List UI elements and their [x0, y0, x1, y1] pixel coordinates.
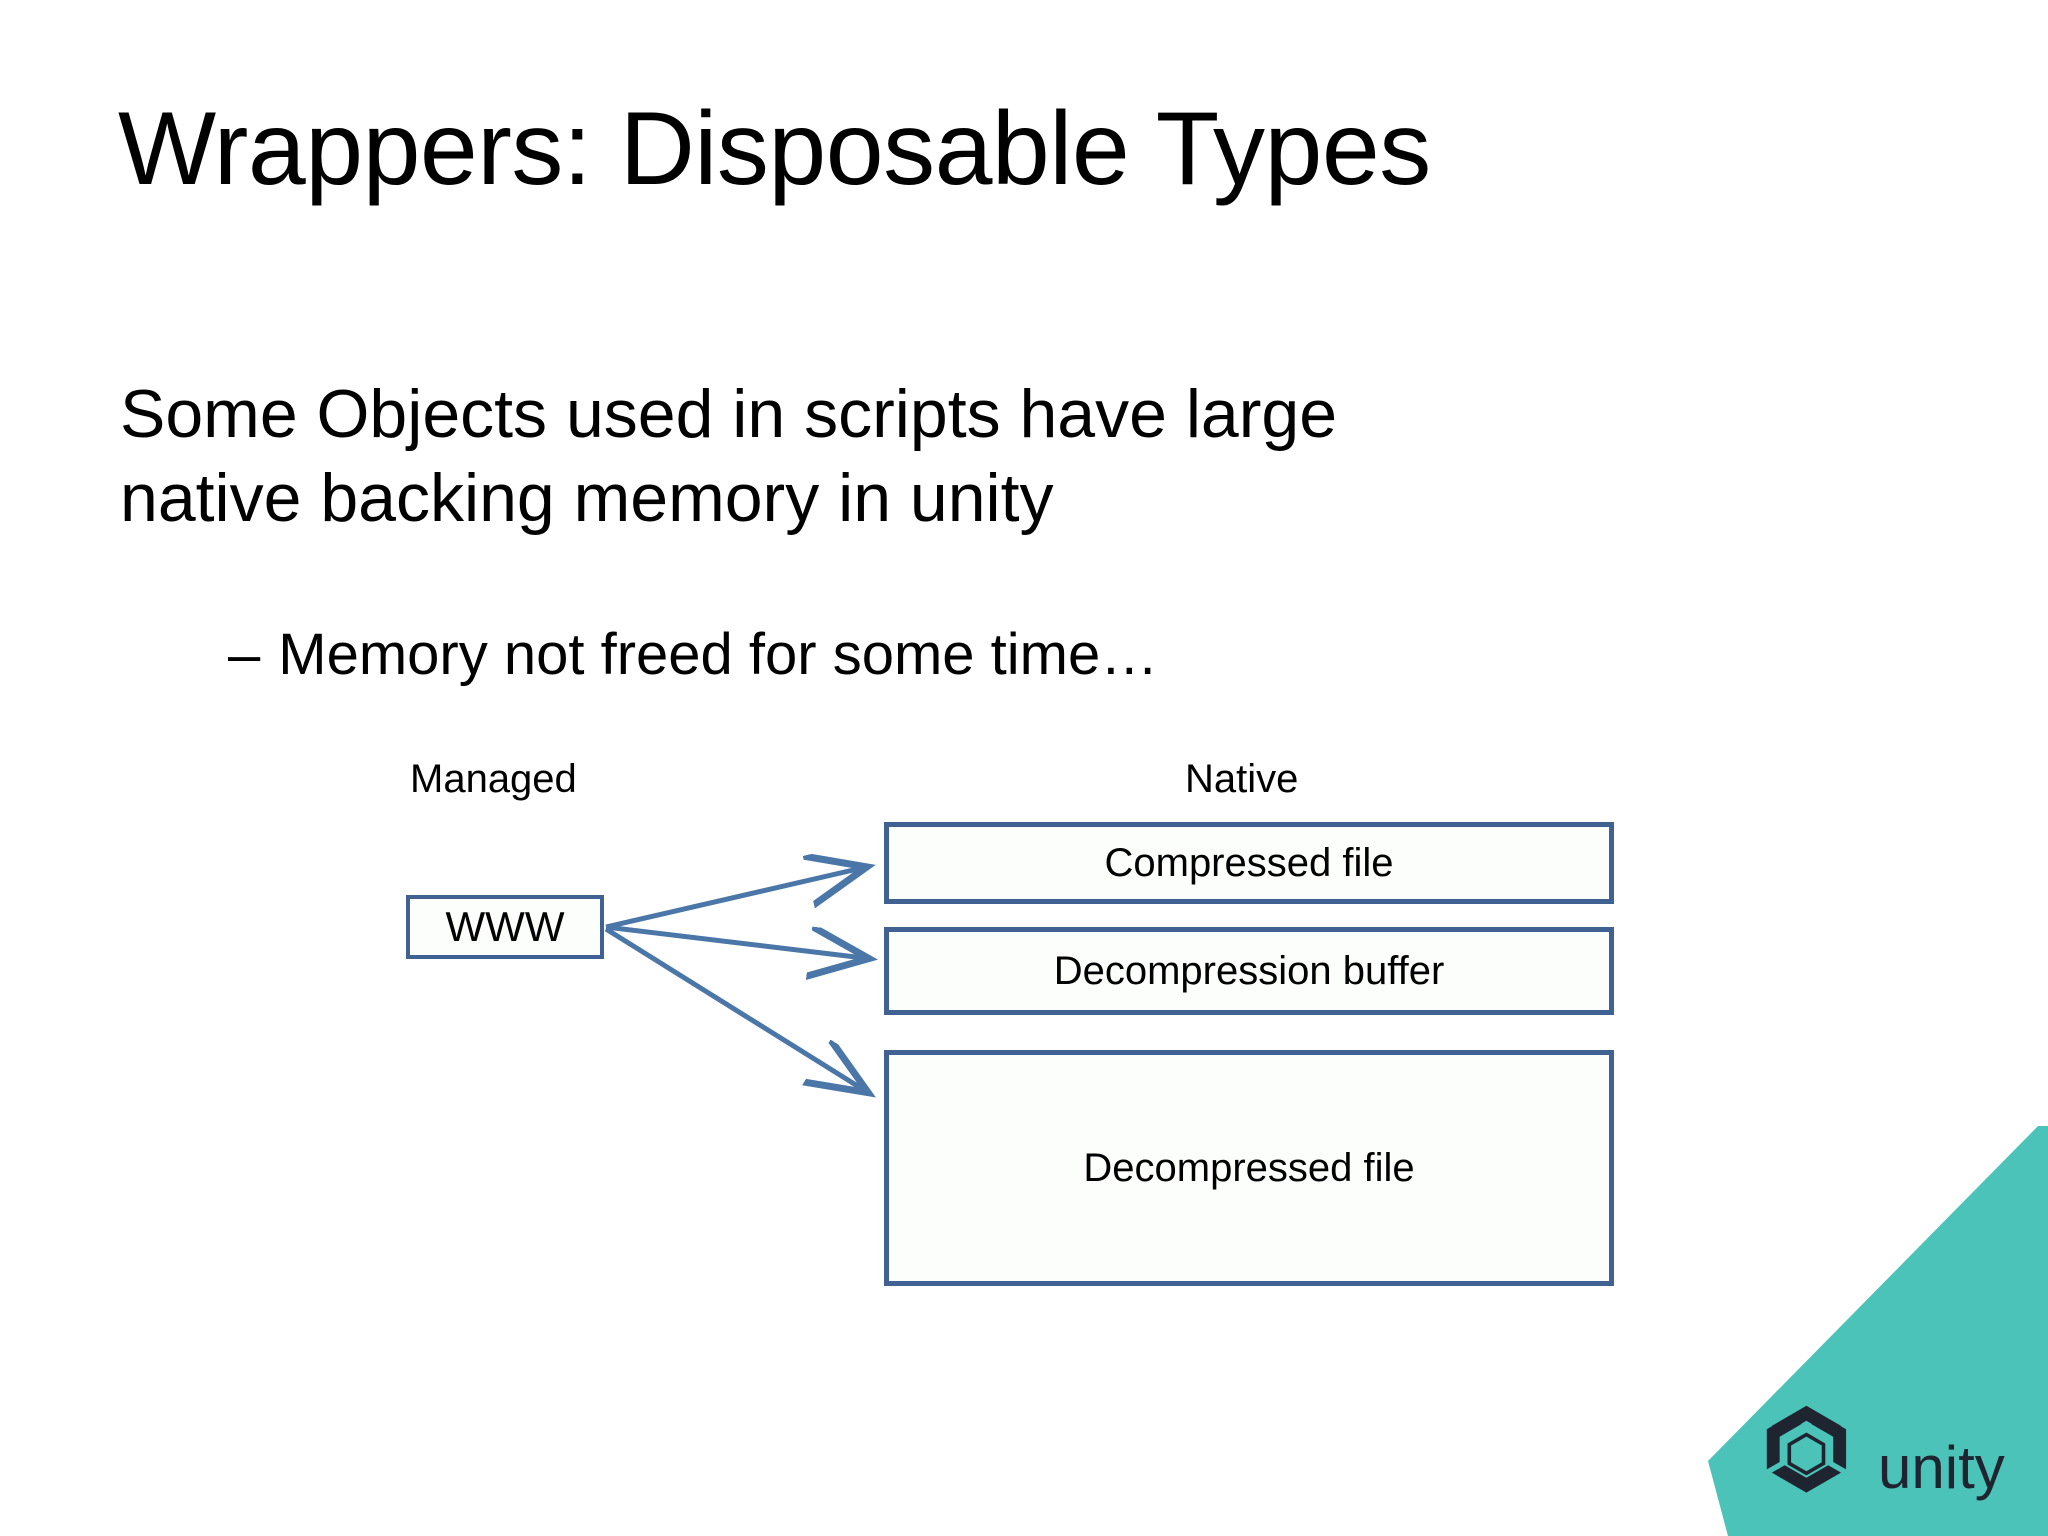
bullet-dash-icon: –: [228, 622, 261, 687]
body-text-block: Some Objects used in scripts have large …: [120, 372, 1840, 541]
unity-brand-mark: unity: [1708, 1116, 2048, 1536]
diagram-box-decompression-buffer: Decompression buffer: [884, 927, 1614, 1015]
unity-wordmark: unity: [1878, 1434, 2005, 1501]
diagram-header-native: Native: [1185, 757, 1299, 801]
unity-brand-svg: unity: [1708, 1126, 2048, 1536]
diagram-box-decompressed-file: Decompressed file: [884, 1050, 1614, 1286]
sub-bullet: –Memory not freed for some time…: [228, 620, 1158, 690]
slide-title: Wrappers: Disposable Types: [118, 91, 1431, 207]
sub-bullet-label: Memory not freed for some time…: [278, 622, 1159, 687]
diagram-box-compressed-file: Compressed file: [884, 822, 1614, 904]
diagram-box-www: WWW: [406, 895, 604, 959]
body-line-1: Some Objects used in scripts have large: [120, 376, 1338, 452]
diagram-header-managed: Managed: [410, 757, 577, 801]
arrow-www-to-compressed: [605, 868, 862, 930]
body-line-2: native backing memory in unity: [120, 460, 1054, 537]
unity-cube-icon: [1766, 1405, 1847, 1493]
teal-diamond-shape: [1708, 1126, 2048, 1536]
arrow-www-to-decompression-buffer: [605, 924, 864, 958]
arrow-www-to-decompressed: [604, 926, 864, 1090]
